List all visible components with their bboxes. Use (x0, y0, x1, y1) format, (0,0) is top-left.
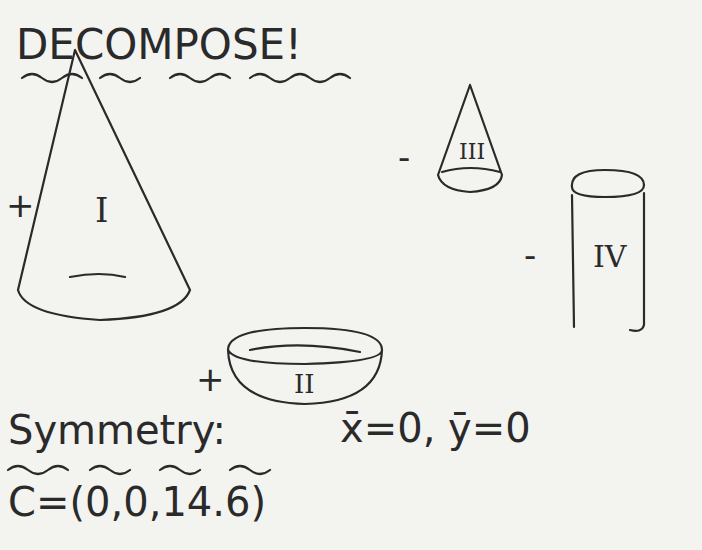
cone-shape: I (10, 45, 200, 330)
symmetry-note: Symmetry: (8, 410, 226, 450)
cone-shape-outline (10, 45, 200, 330)
outline-path (572, 170, 644, 331)
outline-path (438, 85, 502, 192)
cone-shape-outline (428, 80, 512, 195)
title: DECOMPOSE! (16, 24, 302, 66)
plus-sign: + (6, 188, 35, 222)
outline-path (228, 328, 382, 404)
centroid-coords: x̄=0, ȳ=0 (340, 408, 531, 448)
plus-sign: + (196, 362, 225, 396)
part-numeral: II (294, 371, 315, 397)
minus-sign: - (524, 238, 536, 272)
wavy-underline (8, 466, 270, 474)
minus-sign: - (398, 140, 410, 174)
centroid-result: C=(0,0,14.6) (8, 482, 266, 522)
part-numeral: III (459, 141, 485, 163)
part-numeral: IV (593, 242, 627, 272)
hemisphere-shape-outline (220, 320, 390, 415)
wavy-underline (22, 74, 350, 82)
cone-shape: III (428, 80, 512, 195)
hemisphere-shape: II (220, 320, 390, 415)
cylinder-shape: IV (560, 165, 655, 335)
part-numeral: I (95, 193, 108, 227)
outline-path (18, 50, 190, 320)
